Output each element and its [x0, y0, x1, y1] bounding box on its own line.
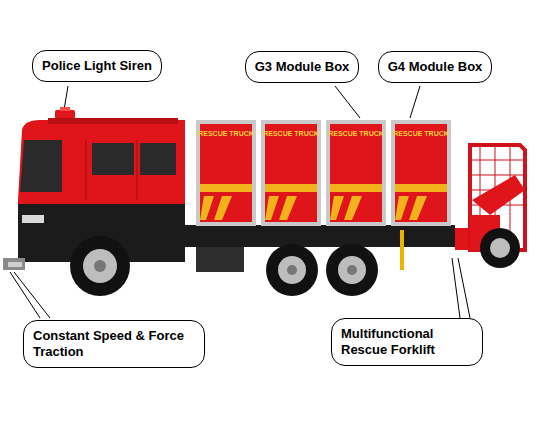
callout-text: G4 Module Box	[388, 59, 483, 75]
box-label: RESCUE TRUCK	[263, 130, 319, 138]
callout-box: Constant Speed & Force Traction	[23, 320, 205, 368]
box-label: RESCUE TRUCK	[328, 130, 384, 138]
callout-text: Multifunctional Rescue Forklift	[341, 326, 473, 358]
box-label: RESCUE TRUCK	[198, 130, 254, 138]
callout-text: G3 Module Box	[255, 59, 350, 75]
callout-text: Constant Speed & Force Traction	[33, 328, 195, 360]
callout-box: Multifunctional Rescue Forklift	[331, 318, 483, 366]
box-label: RESCUE TRUCK	[393, 130, 449, 138]
callout-box: Police Light Siren	[32, 50, 162, 82]
callout-text: Police Light Siren	[42, 58, 152, 74]
callout-box: G3 Module Box	[245, 51, 360, 83]
callout-box: G4 Module Box	[378, 51, 493, 83]
